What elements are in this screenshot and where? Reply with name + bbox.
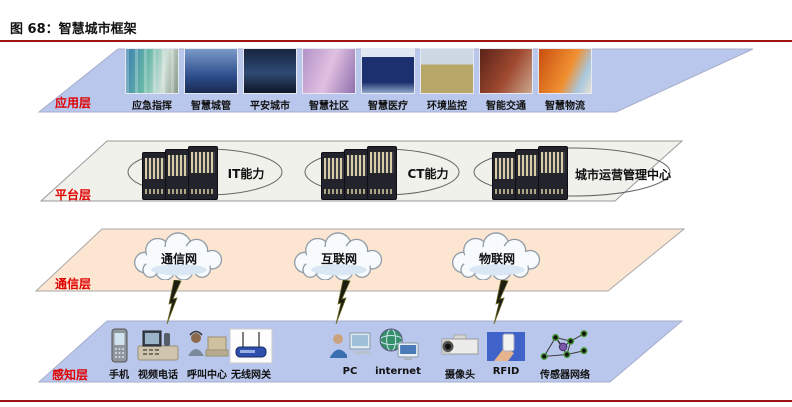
- application-layer-label: 应用层: [55, 96, 92, 110]
- sense-item-wireless-gateway: 无线网关: [229, 326, 273, 381]
- server-rack-icon: [321, 146, 397, 200]
- app-item-emergency-command: 应急指挥: [123, 48, 181, 112]
- sense-item-rfid: RFID: [486, 326, 526, 377]
- perception-layer-band: 感知层 手机 视频电话: [38, 320, 683, 383]
- figure-title: 图 68：智慧城市框架: [10, 22, 137, 37]
- sense-item-mobile-phone: 手机: [99, 326, 139, 381]
- app-item-label: 智慧城管: [191, 101, 231, 112]
- sense-item-label: 无线网关: [231, 370, 271, 381]
- internet-cloud: 互联网: [287, 232, 391, 281]
- app-item-smart-community: 智慧社区: [300, 48, 358, 112]
- app-item-label: 平安城市: [250, 101, 290, 112]
- app-item-label: 智慧物流: [545, 101, 585, 112]
- sense-item-camera: 摄像头: [438, 326, 482, 381]
- sense-item-label: internet: [375, 366, 421, 377]
- perception-layer-label: 感知层: [52, 368, 89, 382]
- app-item-smart-healthcare: 智慧医疗: [359, 48, 417, 112]
- app-item-smart-logistics: 智慧物流: [536, 48, 594, 112]
- internet-globe-icon: [379, 328, 419, 360]
- sense-item-internet: internet: [375, 326, 421, 377]
- app-item-label: 环境监控: [427, 101, 467, 112]
- sense-item-sensor-network: 传感器网络: [537, 326, 593, 381]
- video-phone-icon: [137, 330, 179, 361]
- pc-icon: [330, 332, 371, 358]
- sense-item-label: 呼叫中心: [187, 370, 227, 381]
- lightning-bolt-icon: [493, 280, 509, 324]
- smart-logistics-photo: [538, 48, 592, 94]
- app-item-label: 智慧医疗: [368, 101, 408, 112]
- cloud-label: 互联网: [320, 252, 357, 266]
- server-rack-icon: [492, 146, 568, 200]
- figure-bottom-rule: [0, 400, 792, 402]
- app-item-label: 应急指挥: [132, 101, 172, 112]
- cloud-label: 物联网: [478, 252, 515, 266]
- sense-item-pc: PC: [328, 326, 372, 377]
- smart-community-photo: [302, 48, 356, 94]
- lightning-bolt-icon: [335, 280, 351, 324]
- app-item-safe-city: 平安城市: [241, 48, 299, 112]
- app-item-environment-monitoring: 环境监控: [418, 48, 476, 112]
- cloud-icon: [134, 232, 223, 281]
- app-item-smart-transport: 智能交通: [477, 48, 535, 112]
- platform-group-label-it: IT能力: [227, 167, 265, 181]
- application-layer-band: 应用层 应急指挥 智慧城管 平安城市 智慧社区 智慧医疗 环境监控 智能交通: [38, 48, 755, 113]
- server-cabinet-icon: [188, 146, 218, 200]
- server-cabinet-icon: [538, 146, 568, 200]
- cloud-icon: [452, 232, 541, 281]
- sense-item-label: PC: [342, 366, 358, 377]
- sense-item-label: 手机: [109, 370, 129, 381]
- telecom-network-cloud: 通信网: [127, 232, 231, 281]
- environment-monitoring-photo: [420, 48, 474, 94]
- cloud-label: 通信网: [160, 252, 197, 266]
- sense-item-call-center: 呼叫中心: [184, 326, 230, 381]
- safe-city-photo: [243, 48, 297, 94]
- smart-transport-photo: [479, 48, 533, 94]
- app-item-city-management: 智慧城管: [182, 48, 240, 112]
- platform-group-label-city-ops: 城市运营管理中心: [574, 168, 671, 182]
- platform-layer-band: 平台层 IT能力 CT能力 城市运营管理中心: [40, 140, 683, 202]
- platform-group-label-ct: CT能力: [407, 167, 449, 181]
- iot-network-cloud: 物联网: [445, 232, 549, 281]
- app-item-label: 智慧社区: [309, 101, 349, 112]
- sense-item-video-phone: 视频电话: [136, 326, 180, 381]
- wireless-gateway-icon: [229, 328, 273, 364]
- communication-layer-band: 通信层 通信网: [35, 228, 685, 292]
- sense-item-label: 视频电话: [138, 370, 178, 381]
- emergency-command-photo: [125, 48, 179, 94]
- sense-item-label: 摄像头: [445, 370, 475, 381]
- call-center-icon: [188, 330, 229, 357]
- sense-item-label: 传感器网络: [540, 370, 590, 381]
- app-item-label: 智能交通: [486, 101, 526, 112]
- mobile-phone-icon: [111, 328, 128, 363]
- communication-layer-label: 通信层: [55, 277, 92, 291]
- sense-item-label: RFID: [492, 366, 520, 377]
- sensor-network-icon: [540, 330, 588, 360]
- title-underline: [0, 40, 792, 42]
- camera-icon: [441, 334, 479, 355]
- smart-healthcare-photo: [361, 48, 415, 94]
- lightning-bolt-icon: [166, 280, 182, 324]
- city-management-photo: [184, 48, 238, 94]
- server-rack-icon: [142, 146, 218, 200]
- server-cabinet-icon: [367, 146, 397, 200]
- platform-layer-label: 平台层: [55, 188, 92, 202]
- rfid-icon: [487, 332, 525, 361]
